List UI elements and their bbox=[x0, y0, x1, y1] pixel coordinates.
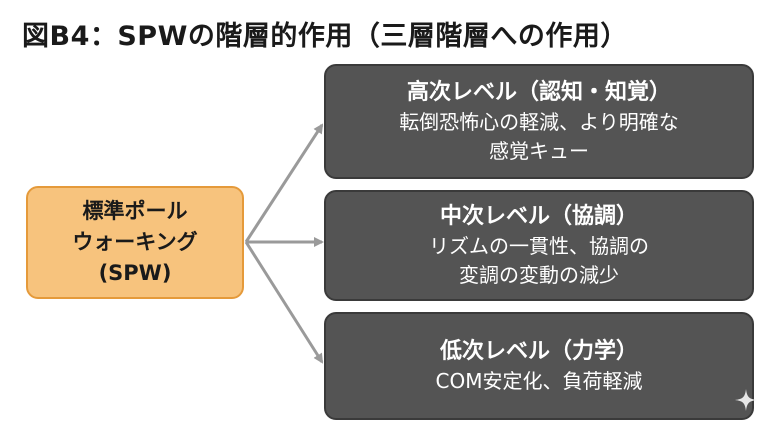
level-desc-line: COM安定化、負荷軽減 bbox=[435, 368, 643, 393]
low-level-box: 低次レベル（力学） COM安定化、負荷軽減 bbox=[324, 312, 754, 420]
sparkle-icon bbox=[735, 389, 757, 411]
spw-source-box: 標準ポール ウォーキング (SPW) bbox=[26, 186, 244, 299]
level-desc-line: リズムの一貫性、協調の bbox=[429, 233, 649, 258]
mid-level-box: 中次レベル（協調） リズムの一貫性、協調の 変調の変動の減少 bbox=[324, 190, 754, 301]
diagram-title: 図B4：SPWの階層的作用（三層階層への作用） bbox=[22, 21, 628, 52]
high-level-box: 高次レベル（認知・知覚） 転倒恐怖心の軽減、より明確な 感覚キュー bbox=[324, 64, 754, 179]
arrow-to-high-level bbox=[244, 123, 324, 243]
source-line: ウォーキング bbox=[72, 230, 198, 254]
arrow-to-low-level bbox=[244, 241, 324, 364]
level-desc-line: 転倒恐怖心の軽減、より明確な bbox=[399, 109, 679, 134]
source-line: 標準ポール bbox=[82, 199, 188, 223]
level-title: 中次レベル（協調） bbox=[439, 203, 638, 229]
level-title: 高次レベル（認知・知覚） bbox=[406, 79, 671, 105]
level-desc-line: 感覚キュー bbox=[489, 138, 589, 163]
source-line: (SPW) bbox=[98, 261, 172, 285]
level-title: 低次レベル（力学） bbox=[439, 338, 638, 364]
level-desc-line: 変調の変動の減少 bbox=[459, 262, 619, 287]
